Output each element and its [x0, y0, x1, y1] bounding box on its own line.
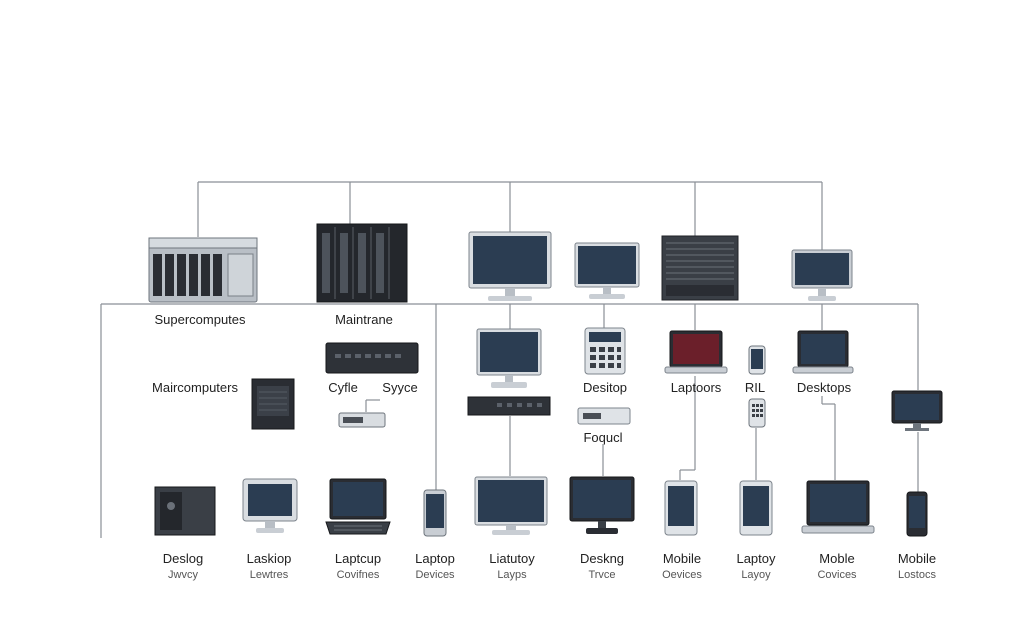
bottom-title-label: Mobile	[897, 551, 937, 566]
tower-server-icon	[251, 378, 295, 430]
bottom-sub-label: Oevices	[662, 569, 702, 581]
bottom-title-label: Deskng	[579, 551, 625, 566]
foqucl-label: Foqucl	[583, 430, 623, 445]
syyce-label: Syyce	[382, 380, 418, 395]
desktop-monitor-icon	[474, 476, 548, 535]
bottom-title-label: Mobile	[662, 551, 702, 566]
smartphone-icon	[423, 489, 447, 537]
desktop-monitor-icon	[476, 328, 542, 388]
ril-label: RIL	[744, 380, 766, 395]
tablet-icon	[739, 480, 773, 536]
bottom-title-label: Deslog	[162, 551, 204, 566]
mainframe-icon	[316, 223, 408, 303]
keypad-phone-icon	[748, 398, 766, 428]
bottom-title-label: Moble	[819, 551, 855, 566]
bottom-sub-label: Devices	[415, 569, 455, 581]
smartphone-icon	[906, 491, 928, 537]
cyfle-label: Cyfle	[328, 380, 358, 395]
laptop-icon	[801, 480, 875, 534]
bottom-sub-label: Covifnes	[336, 569, 380, 581]
mainframe-label: Maintrane	[335, 312, 393, 327]
network-switch-icon	[325, 342, 419, 374]
desktop-monitor-icon	[569, 476, 635, 534]
bottom-sub-label: Lewtres	[249, 569, 289, 581]
bottom-sub-label: Layoy	[741, 569, 771, 581]
desktop-monitor-icon	[574, 242, 640, 299]
desktop-monitor-icon	[468, 231, 552, 301]
desktop-monitor-icon	[891, 390, 943, 431]
rack-server-icon	[661, 235, 739, 301]
desktops-label: Desktops	[796, 380, 852, 395]
tower-server-icon	[154, 486, 216, 536]
smartphone-icon	[748, 345, 766, 375]
supercomputers-label: Supercomputes	[154, 312, 246, 327]
laptops-label: Laptoors	[670, 380, 722, 395]
desktop-monitor-icon	[791, 249, 853, 301]
keypad-phone-icon	[584, 327, 626, 375]
bottom-title-label: Laptcup	[334, 551, 382, 566]
bottom-sub-label: Trvce	[588, 569, 616, 581]
network-switch-icon	[467, 396, 551, 416]
bottom-title-label: Liatutoy	[489, 551, 535, 566]
laptop-icon	[325, 478, 391, 535]
small-router-icon	[577, 407, 631, 425]
bottom-sub-label: Lostocs	[898, 569, 936, 581]
bottom-title-label: Laptoy	[736, 551, 776, 566]
bottom-title-label: Laptop	[415, 551, 455, 566]
bottom-sub-label: Covices	[817, 569, 857, 581]
crt-monitor-icon	[242, 478, 298, 533]
bottom-sub-label: Layps	[497, 569, 527, 581]
maincomputers-label: Maircomputers	[152, 380, 238, 395]
small-router-icon	[338, 412, 386, 428]
desktop-label: Desitop	[582, 380, 628, 395]
bottom-title-label: Laskiop	[246, 551, 292, 566]
bottom-sub-label: Jwvcy	[168, 569, 198, 581]
laptop-icon	[792, 330, 854, 374]
tablet-icon	[664, 480, 698, 536]
laptop-icon	[664, 330, 728, 374]
supercomputer-server-icon	[148, 237, 258, 303]
